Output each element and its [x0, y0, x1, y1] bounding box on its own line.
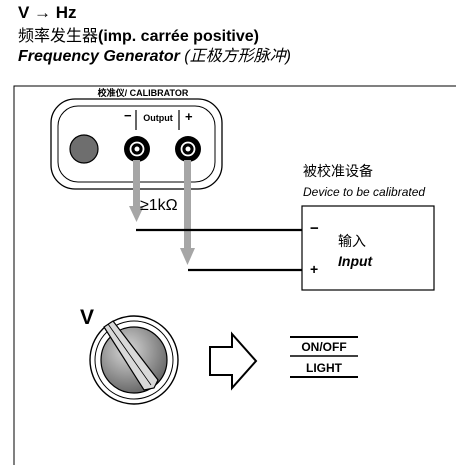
mode-title: V → Hz [18, 3, 77, 22]
plus-test-lead [180, 160, 195, 265]
subtitle-cn-fr: 频率发生器(imp. carrée positive) [18, 22, 259, 46]
calibrator-plus-sign: + [185, 109, 193, 124]
rotary-switch [89, 315, 179, 405]
minus-socket [124, 136, 150, 162]
device-input-cn: 输入 [338, 234, 366, 250]
subtitle-en: Frequency Generator (正极方形脉冲) [18, 42, 291, 66]
device-box [301, 205, 435, 291]
resistance-label: ≥1kΩ [140, 197, 178, 214]
output-label: Output [143, 113, 173, 123]
frame-border [13, 85, 456, 465]
subtitle-fr: (imp. carrée positive) [98, 28, 259, 45]
onoff-light-key: ON/OFF LIGHT [290, 336, 358, 378]
device-title-cn: 被校准设备 [303, 163, 373, 180]
switch-mode-letter: V [80, 306, 94, 329]
light-label: LIGHT [306, 361, 343, 375]
subtitle-cn: 频率发生器 [18, 28, 99, 45]
calibrator-minus-sign: − [124, 108, 132, 123]
plus-socket [175, 136, 201, 162]
device-input-en: Input [338, 253, 374, 269]
rotary-knob-handle [103, 320, 159, 391]
subtitle-en-bold: Frequency Generator [18, 48, 180, 65]
minus-test-lead [129, 160, 144, 222]
device-title-en: Device to be calibrated [303, 185, 425, 199]
device-plus-sign: + [310, 261, 318, 277]
onoff-label: ON/OFF [301, 340, 346, 354]
calibrator-grey-button [69, 134, 99, 164]
device-minus-sign: − [310, 220, 319, 237]
calibrator-title: 校准仪/ CALIBRATOR [98, 87, 189, 98]
subtitle-en-rest: (正极方形脉冲) [179, 48, 291, 65]
right-arrow-icon [209, 331, 258, 391]
